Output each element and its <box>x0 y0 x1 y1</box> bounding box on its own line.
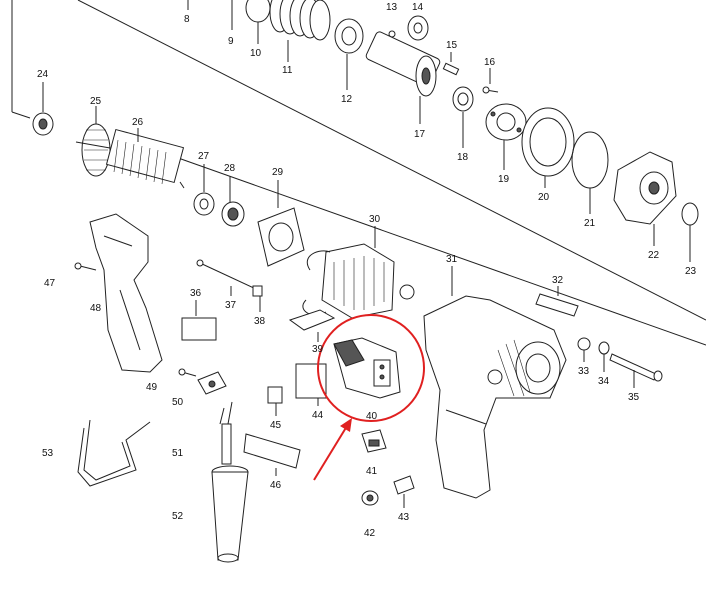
highlight-circle <box>317 314 425 422</box>
label-42: 42 <box>364 528 376 539</box>
part-28-bearing <box>221 176 245 227</box>
part-52-side-handle <box>211 465 249 563</box>
label-44: 44 <box>312 410 324 421</box>
part-35-bolt <box>609 353 663 388</box>
label-17: 17 <box>414 129 426 140</box>
label-52: 52 <box>172 511 184 522</box>
part-15-pin <box>442 52 460 76</box>
label-31: 31 <box>446 254 458 265</box>
label-21: 21 <box>584 218 596 229</box>
label-38: 38 <box>254 316 266 327</box>
part-48-handle <box>74 213 163 373</box>
part-36-block <box>181 300 217 341</box>
part-10 <box>245 0 271 44</box>
label-45: 45 <box>270 420 282 431</box>
part-44 <box>295 363 327 406</box>
label-26: 26 <box>132 117 144 128</box>
part-23-oring <box>681 202 699 262</box>
label-48: 48 <box>90 303 102 314</box>
label-51: 51 <box>172 448 184 459</box>
label-41: 41 <box>366 466 378 477</box>
label-50: 50 <box>172 397 184 408</box>
part-11-spring <box>269 0 331 62</box>
part-19-plate <box>485 103 527 170</box>
label-18: 18 <box>457 152 469 163</box>
part-45 <box>267 386 283 416</box>
part-20-ring <box>521 107 575 188</box>
part-21-oring <box>571 131 609 214</box>
label-32: 32 <box>552 275 564 286</box>
label-11: 11 <box>282 65 293 76</box>
label-14: 14 <box>412 2 424 13</box>
label-23: 23 <box>685 266 697 277</box>
part-labels: 8 9 10 11 12 13 14 15 16 17 18 19 20 21 … <box>37 2 697 539</box>
label-13: 13 <box>386 2 398 13</box>
label-24: 24 <box>37 69 49 80</box>
part-32-label <box>535 286 579 317</box>
label-27: 27 <box>198 151 210 162</box>
part-26-armature <box>75 128 185 189</box>
label-10: 10 <box>250 48 262 59</box>
part-49-screw <box>178 368 197 377</box>
part-33 <box>577 337 591 362</box>
part-31-housing <box>423 266 567 499</box>
part-34 <box>598 341 610 372</box>
label-9: 9 <box>228 36 234 47</box>
label-49: 49 <box>146 382 158 393</box>
part-53-clip <box>77 419 151 487</box>
label-19: 19 <box>498 174 510 185</box>
label-15: 15 <box>446 40 458 51</box>
label-39: 39 <box>312 344 324 355</box>
part-16-screw <box>482 68 499 94</box>
part-12-washer <box>334 18 364 90</box>
label-35: 35 <box>628 392 640 403</box>
label-34: 34 <box>598 376 610 387</box>
part-50 <box>197 371 227 395</box>
part-41 <box>361 429 387 453</box>
label-20: 20 <box>538 192 550 203</box>
part-14 <box>407 15 429 41</box>
part-51-rod <box>219 401 233 465</box>
label-40: 40 <box>366 411 378 422</box>
part-18-washer <box>452 86 474 148</box>
part-38 <box>252 285 263 312</box>
part-39-holder <box>288 309 336 342</box>
part-25-fan <box>81 106 111 177</box>
label-43: 43 <box>398 512 410 523</box>
label-8: 8 <box>184 14 190 25</box>
highlight-arrow <box>313 418 352 481</box>
part-29-baffle <box>257 180 305 267</box>
part-46-label <box>243 433 301 476</box>
label-30: 30 <box>369 214 381 225</box>
label-12: 12 <box>341 94 353 105</box>
label-46: 46 <box>270 480 282 491</box>
part-42 <box>361 490 379 506</box>
label-47: 47 <box>44 278 56 289</box>
label-22: 22 <box>648 250 660 261</box>
part-17-spindle <box>365 31 441 124</box>
label-53: 53 <box>42 448 54 459</box>
label-28: 28 <box>224 163 236 174</box>
part-40-switch <box>333 337 401 399</box>
label-36: 36 <box>190 288 202 299</box>
part-30-field <box>302 226 415 319</box>
frame-lines <box>11 0 706 346</box>
part-22-housing-front <box>613 151 677 246</box>
label-37: 37 <box>225 300 237 311</box>
label-29: 29 <box>272 167 284 178</box>
label-25: 25 <box>90 96 102 107</box>
label-33: 33 <box>578 366 590 377</box>
part-37-screw <box>196 259 259 296</box>
part-43 <box>393 475 415 508</box>
label-16: 16 <box>484 57 496 68</box>
part-27-bearing <box>193 164 215 216</box>
part-24-bearing <box>32 82 54 136</box>
